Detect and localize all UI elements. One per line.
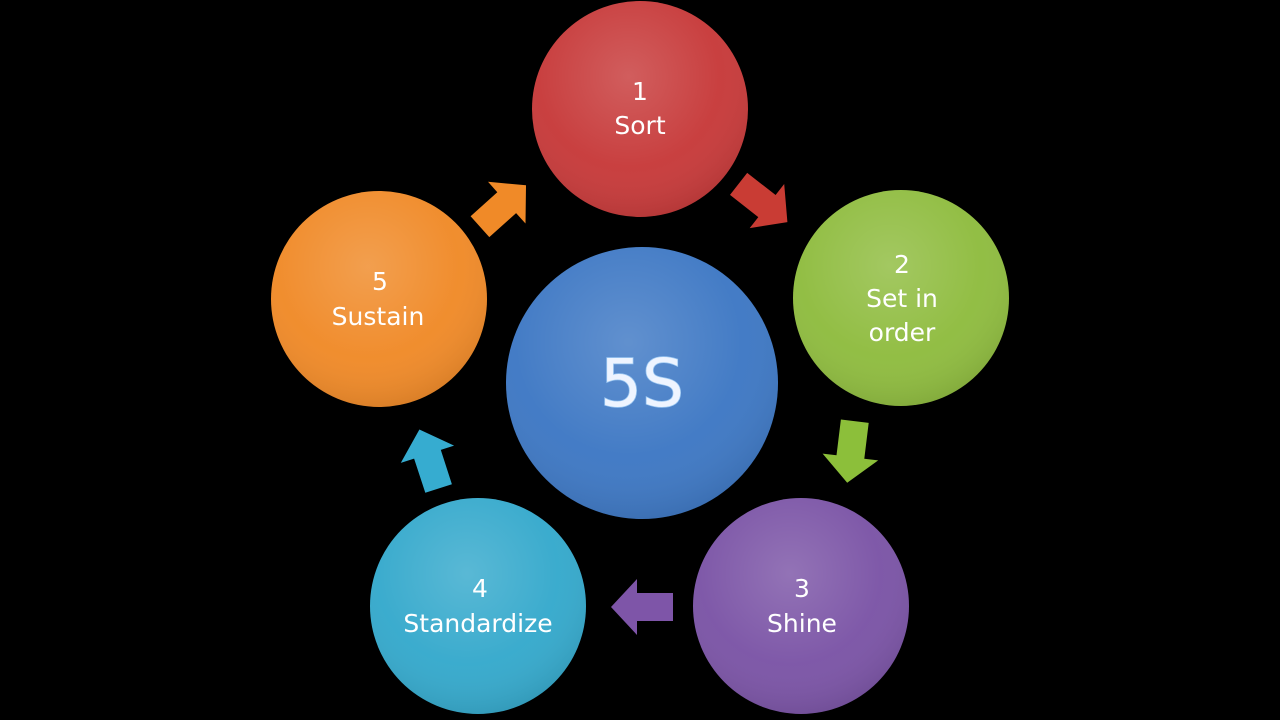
step-title-shine: Shine [767, 609, 837, 638]
center-circle-shine [506, 247, 778, 519]
step-node-sort: 1 Sort [532, 1, 748, 217]
arrow-sort-to-set-in-order [730, 172, 788, 229]
step-title-sort: Sort [614, 111, 665, 140]
step-circle-standardize-shine [370, 498, 586, 714]
arrows-layer [400, 172, 879, 635]
step-title-sustain: Sustain [332, 302, 425, 331]
arrow-shine-to-standardize [611, 579, 673, 635]
step-number-shine: 3 [794, 574, 810, 603]
step-circle-sort-shine [532, 1, 748, 217]
step-title-set-in-order-line2: order [869, 318, 936, 347]
arrow-sustain-to-sort [470, 181, 526, 238]
step-circle-shine-shine [693, 498, 909, 714]
arrow-set-in-order-to-shine [822, 419, 879, 483]
step-circle-set-in-order-shine [793, 190, 1009, 406]
center-node: 5S [506, 247, 778, 519]
arrow-standardize-to-sustain [400, 429, 455, 493]
step-number-sort: 1 [632, 77, 648, 106]
step-number-sustain: 5 [372, 267, 388, 296]
step-title-set-in-order-line1: Set in [866, 284, 938, 313]
step-title-standardize: Standardize [403, 609, 552, 638]
step-node-sustain: 5 Sustain [271, 191, 487, 407]
center-label: 5S [600, 345, 684, 422]
step-circle-sustain-shine [271, 191, 487, 407]
step-number-standardize: 4 [472, 574, 488, 603]
step-node-set-in-order: 2 Set in order [793, 190, 1009, 406]
step-node-shine: 3 Shine [693, 498, 909, 714]
step-number-set-in-order: 2 [894, 250, 910, 279]
step-node-standardize: 4 Standardize [370, 498, 586, 714]
